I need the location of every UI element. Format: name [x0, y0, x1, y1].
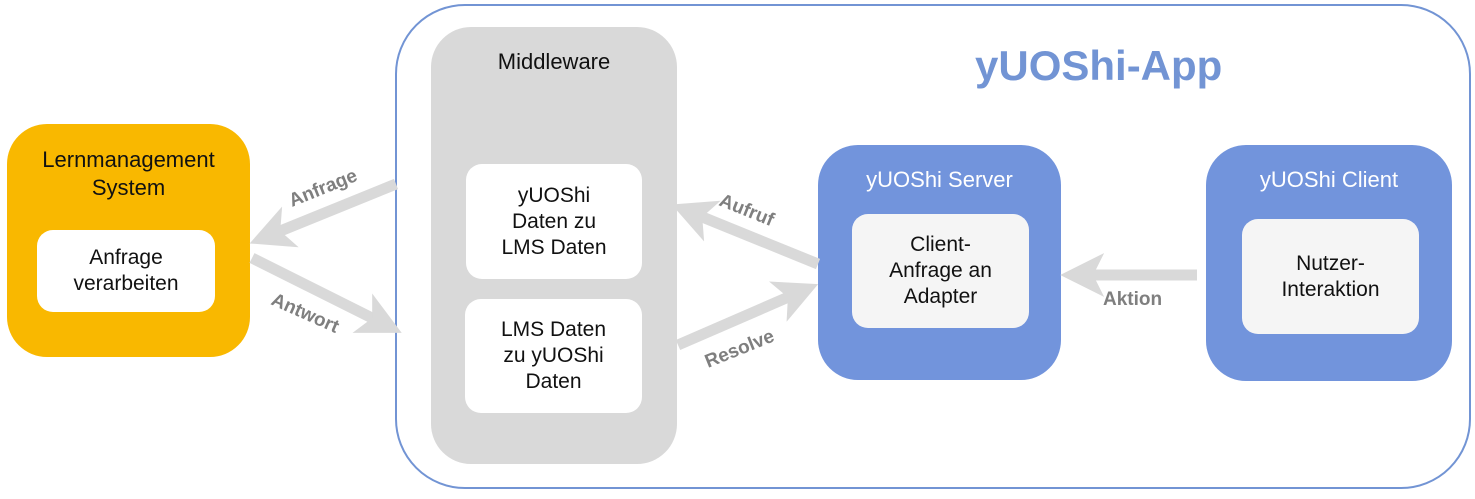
anfrage-arrow — [249, 178, 399, 248]
text-line: Daten — [525, 370, 582, 393]
antwort-arrow — [249, 253, 402, 333]
lms-title: Lernmanagement System — [7, 146, 250, 202]
lms-title-line1: Lernmanagement — [42, 147, 215, 172]
aktion-label: Aktion — [1103, 289, 1162, 310]
resolve-arrow — [675, 281, 819, 351]
lms-to-yuoshi-box: LMS Daten zu yUOShi Daten — [465, 299, 642, 413]
text-line: Client- — [910, 233, 971, 256]
aufruf-arrow — [671, 200, 821, 270]
middleware-box: Middleware yUOShi Daten zu LMS Daten LMS… — [431, 27, 677, 464]
text-line: zu yUOShi — [503, 344, 604, 367]
server-title: yUOShi Server — [866, 167, 1013, 192]
text-line: Nutzer- — [1296, 251, 1365, 275]
yuoshi-server-box: yUOShi Server Client- Anfrage an Adapter — [818, 145, 1061, 380]
lms-title-line2: System — [91, 175, 166, 200]
text-line: LMS Daten — [500, 318, 607, 341]
text-line: Adapter — [903, 285, 978, 308]
middleware-title: Middleware — [497, 49, 611, 74]
text-line: Anfrage an — [889, 259, 992, 282]
client-title: yUOShi Client — [1259, 167, 1399, 192]
text-line: Daten zu — [511, 209, 597, 233]
text-line: LMS Daten — [501, 235, 607, 259]
text-line: yUOShi — [517, 183, 591, 207]
lms-box: Lernmanagement System Anfrage verarbeite… — [7, 124, 250, 357]
yuoshi-client-box: yUOShi Client Nutzer- Interaktion — [1206, 145, 1452, 381]
client-request-adapter-box: Client- Anfrage an Adapter — [852, 214, 1029, 328]
app-title: yUOShi-App — [975, 42, 1223, 89]
process-request-line1: Anfrage — [89, 246, 163, 269]
process-request-box: Anfrage verarbeiten — [37, 230, 215, 312]
process-request-line2: verarbeiten — [73, 272, 179, 295]
user-interaction-box: Nutzer- Interaktion — [1242, 219, 1419, 334]
yuoshi-to-lms-box: yUOShi Daten zu LMS Daten — [466, 164, 642, 279]
text-line: Interaktion — [1281, 277, 1380, 301]
